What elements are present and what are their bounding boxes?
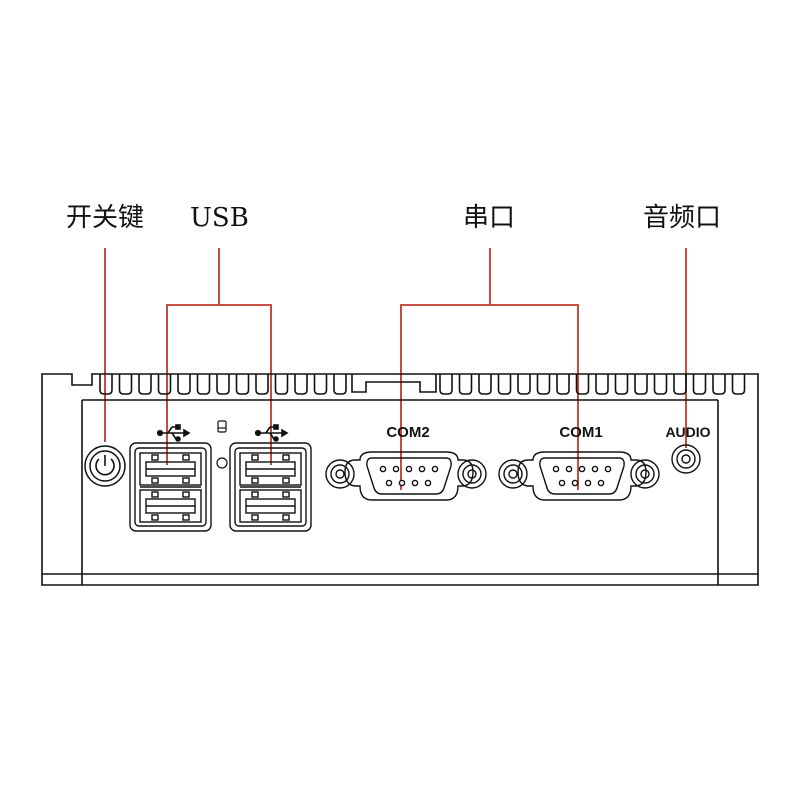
com2-screw-left [325, 459, 355, 489]
chassis [41, 373, 759, 586]
leader-lines [104, 248, 687, 490]
chassis-outline [41, 373, 759, 586]
usb-icon [156, 424, 191, 442]
audio-port-label: AUDIO [665, 424, 710, 440]
hdd-led [216, 457, 228, 469]
com1-screw-left [498, 459, 528, 489]
power-icon [95, 455, 115, 476]
power-button [84, 445, 126, 487]
com1-label: COM1 [559, 424, 602, 441]
usb-port-lower [239, 489, 302, 523]
com2-label: COM2 [386, 424, 429, 441]
com1-port [498, 451, 660, 501]
leader-serial-bracket [400, 304, 579, 490]
com1-screw-right [630, 459, 660, 489]
usb-port-upper [239, 452, 302, 486]
callout-power-label: 开关键 [66, 203, 145, 233]
hdd-led-icon [217, 420, 227, 433]
usb-port-stack-2 [229, 442, 312, 532]
audio-jack [671, 444, 701, 474]
com1-pins [552, 465, 612, 487]
callout-serial-label: 串口 [463, 203, 516, 233]
usb-port-lower [139, 489, 202, 523]
usb-icon [254, 424, 289, 442]
usb-port-upper [139, 452, 202, 486]
com2-pins [379, 465, 439, 487]
heatsink-fins [99, 374, 746, 395]
com2-screw-right [457, 459, 487, 489]
com2-port [325, 451, 487, 501]
callout-audio-label: 音频口 [643, 203, 722, 233]
usb-port-stack-1 [129, 442, 212, 532]
callout-usb-label: USB [190, 203, 249, 233]
leader-usb-bracket [166, 304, 272, 465]
